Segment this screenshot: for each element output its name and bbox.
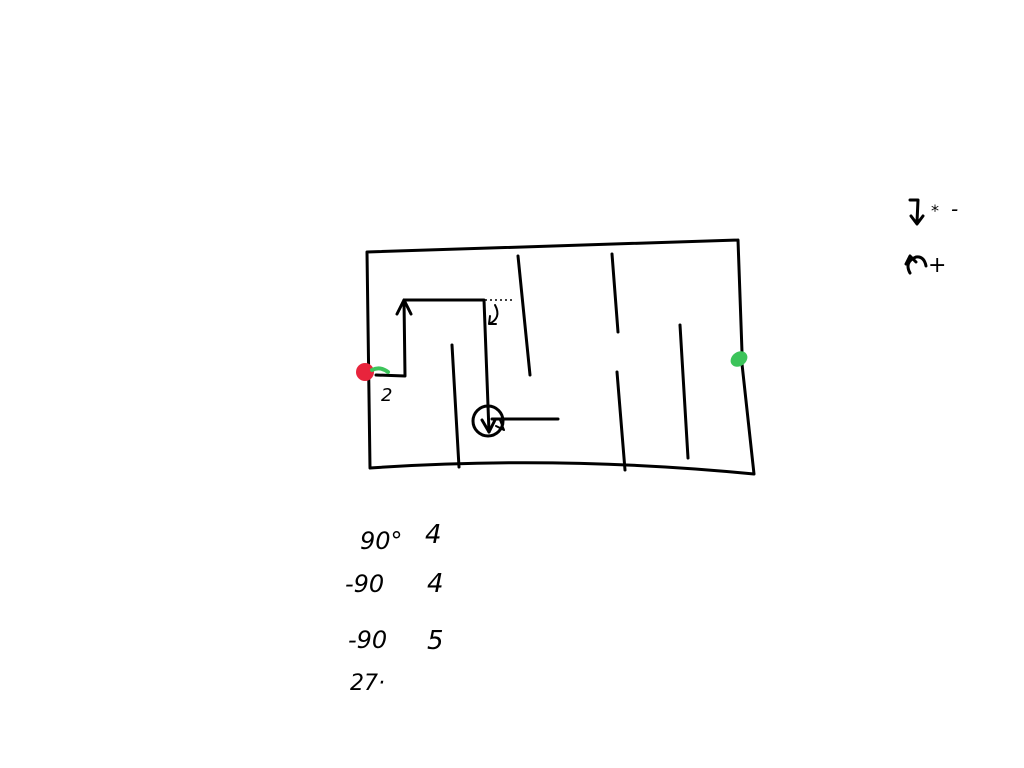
maze-wall bbox=[610, 252, 620, 334]
counterclockwise-sign: + bbox=[928, 253, 946, 278]
goal-dot bbox=[730, 351, 748, 367]
start-marker bbox=[356, 363, 390, 381]
command-distance: 5 bbox=[427, 626, 444, 656]
command-angle: -90 bbox=[345, 570, 384, 598]
maze bbox=[365, 238, 756, 476]
start-dot bbox=[356, 363, 374, 381]
path-segment bbox=[374, 298, 491, 434]
down-arrow-icon bbox=[480, 418, 497, 434]
clockwise-sign: - bbox=[951, 197, 958, 221]
robot-path bbox=[374, 298, 560, 438]
command-distance: 4 bbox=[427, 569, 444, 599]
start-arrow-icon bbox=[370, 366, 390, 374]
command-angle: 27· bbox=[350, 671, 385, 696]
command-angle: 90° bbox=[360, 527, 403, 555]
command-list: 90° 4 -90 4 -90 5 27· bbox=[345, 520, 444, 696]
goal-marker bbox=[730, 351, 748, 367]
rotation-legend: * - + bbox=[904, 197, 958, 278]
turnaround-loop-icon bbox=[471, 404, 505, 438]
counterclockwise-arrow-icon bbox=[904, 254, 928, 275]
command-row: 27· bbox=[350, 671, 385, 696]
command-distance: 4 bbox=[425, 520, 442, 550]
maze-wall bbox=[450, 343, 461, 469]
command-row: -90 5 bbox=[348, 626, 444, 656]
maze-wall bbox=[678, 323, 690, 460]
maze-wall bbox=[615, 370, 627, 472]
command-angle: -90 bbox=[348, 626, 387, 654]
clockwise-turn-icon bbox=[488, 304, 499, 325]
command-row: -90 4 bbox=[345, 569, 444, 599]
maze-wall bbox=[516, 254, 532, 377]
clockwise-arrow-icon bbox=[908, 198, 925, 226]
segment-length-label: 2 bbox=[381, 385, 392, 406]
clockwise-sign-star: * bbox=[931, 201, 939, 220]
command-row: 90° 4 bbox=[360, 520, 442, 555]
maze-outer-wall bbox=[365, 238, 756, 476]
up-arrow-icon bbox=[395, 298, 413, 316]
arrow-head-icon bbox=[495, 419, 505, 431]
